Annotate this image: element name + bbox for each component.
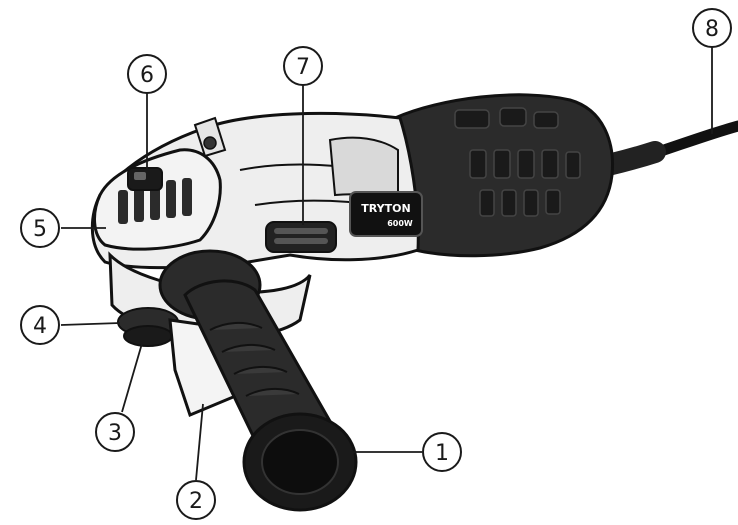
leader-lines — [60, 47, 713, 481]
callout-4-label: 4 — [33, 314, 47, 339]
vent-slots — [118, 178, 192, 224]
callouts: 1 2 3 4 5 6 7 8 — [20, 8, 732, 520]
leader-4 — [60, 322, 121, 326]
callout-7-label: 7 — [296, 55, 310, 80]
callout-2-label: 2 — [189, 489, 203, 514]
callout-3: 3 — [95, 412, 135, 452]
callout-5: 5 — [20, 208, 60, 248]
callout-8: 8 — [692, 8, 732, 48]
brand-name: TRYTON — [361, 202, 410, 215]
callout-6: 6 — [127, 54, 167, 94]
on-off-switch[interactable] — [265, 221, 337, 253]
brand-power: 600W — [387, 219, 413, 228]
callout-3-label: 3 — [108, 421, 122, 446]
callout-1-label: 1 — [435, 441, 449, 466]
brand-badge: TRYTON 600W — [349, 191, 423, 237]
leader-3 — [121, 339, 144, 413]
callout-6-label: 6 — [140, 63, 154, 88]
housing-ribs — [454, 107, 581, 217]
callout-1: 1 — [422, 432, 462, 472]
motor-housing — [389, 93, 614, 258]
callout-7: 7 — [283, 46, 323, 86]
callout-2: 2 — [176, 480, 216, 520]
leader-2 — [195, 403, 204, 481]
callout-8-label: 8 — [705, 17, 719, 42]
callout-5-label: 5 — [33, 217, 47, 242]
gear-head — [93, 116, 227, 251]
flange-nut — [117, 307, 179, 347]
callout-4: 4 — [20, 305, 60, 345]
side-handle[interactable] — [158, 249, 358, 512]
